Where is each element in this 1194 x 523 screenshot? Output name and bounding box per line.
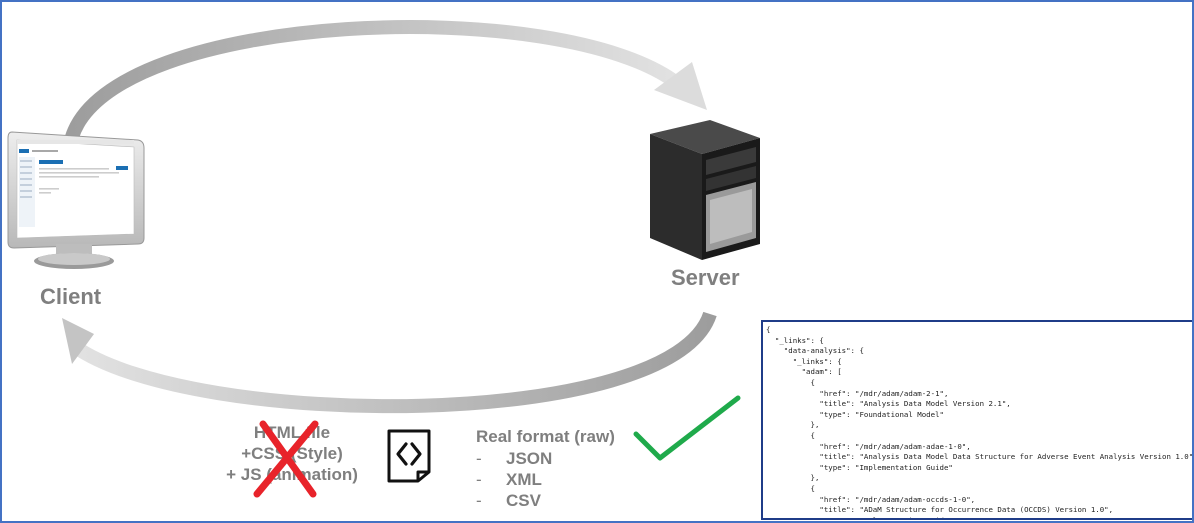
- list-item: -CSV: [476, 491, 541, 510]
- response-arrow: [69, 311, 717, 414]
- list-item: -XML: [476, 470, 542, 489]
- server-tower-icon: [650, 120, 760, 260]
- list-item: -JSON: [476, 449, 553, 468]
- format-list: -JSON -XML -CSV: [476, 448, 615, 511]
- format-csv: CSV: [506, 491, 541, 510]
- client-label: Client: [40, 284, 102, 309]
- format-json: JSON: [506, 449, 553, 468]
- code-file-icon: [387, 429, 431, 483]
- request-arrow: [65, 20, 683, 140]
- request-arrowhead: [654, 62, 707, 110]
- response-arrowhead: [62, 318, 94, 364]
- format-xml: XML: [506, 470, 542, 489]
- checkmark-icon: [633, 395, 741, 461]
- json-sample-text: { "_links": { "data-analysis": { "_links…: [766, 325, 1194, 518]
- js-line: + JS (animation): [226, 465, 358, 484]
- server-label: Server: [671, 265, 740, 290]
- json-sample-panel: { "_links": { "data-analysis": { "_links…: [761, 320, 1194, 520]
- raw-formats-heading: Real format (raw): [476, 427, 615, 446]
- raw-formats: Real format (raw) -JSON -XML -CSV: [476, 426, 615, 511]
- cross-icon: [253, 420, 319, 498]
- monitor-icon: [7, 131, 145, 269]
